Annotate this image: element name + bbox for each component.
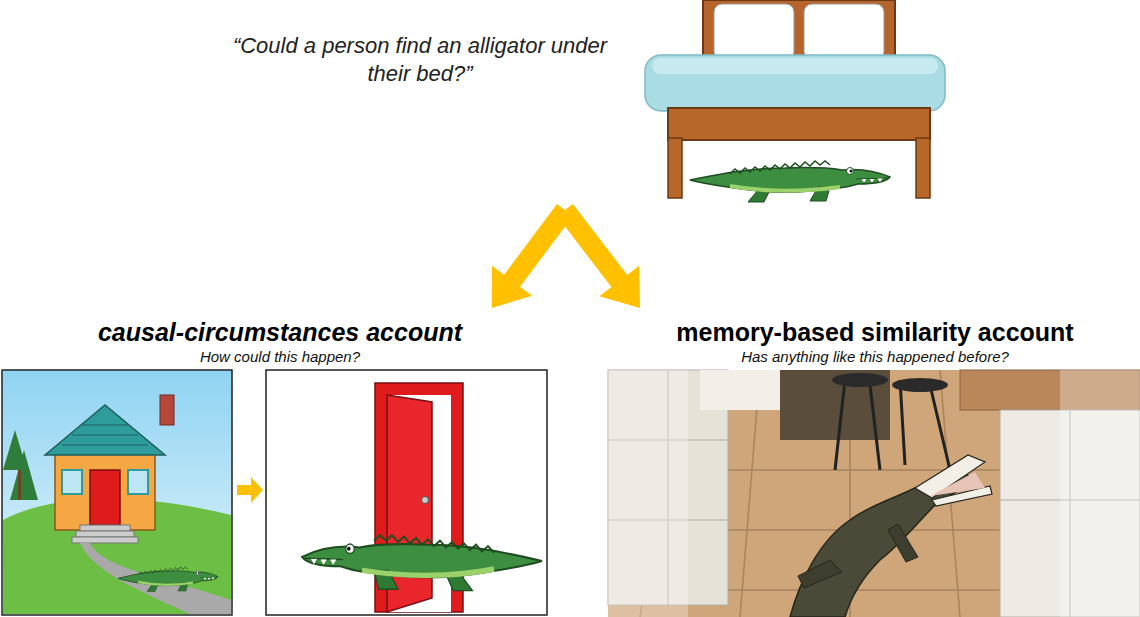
account-panel: causal-circumstances accountHow could th… — [0, 308, 562, 617]
node-heading: memory-based similarity account — [610, 317, 1140, 348]
alligator-figure — [302, 535, 542, 590]
node-subtitle: How could this happen? — [0, 348, 560, 367]
kitchen-photo — [608, 370, 1140, 617]
question-node: “Could a person find an alligator under … — [220, 0, 960, 210]
node-heading: causal-circumstances account — [0, 317, 560, 348]
alligator-figure — [690, 161, 890, 202]
alligator-figure — [118, 567, 218, 592]
node-heading: “Could a person find an alligator under … — [230, 32, 610, 87]
account-panel: memory-based similarity accountHas anyth… — [600, 308, 1140, 617]
branch-arrow — [557, 204, 640, 308]
bed-illustration — [645, 0, 945, 202]
house-scene — [2, 370, 232, 615]
sequence-arrow — [237, 477, 263, 503]
door-scene — [266, 370, 547, 615]
node-subtitle: Has anything like this happened before? — [610, 348, 1140, 367]
